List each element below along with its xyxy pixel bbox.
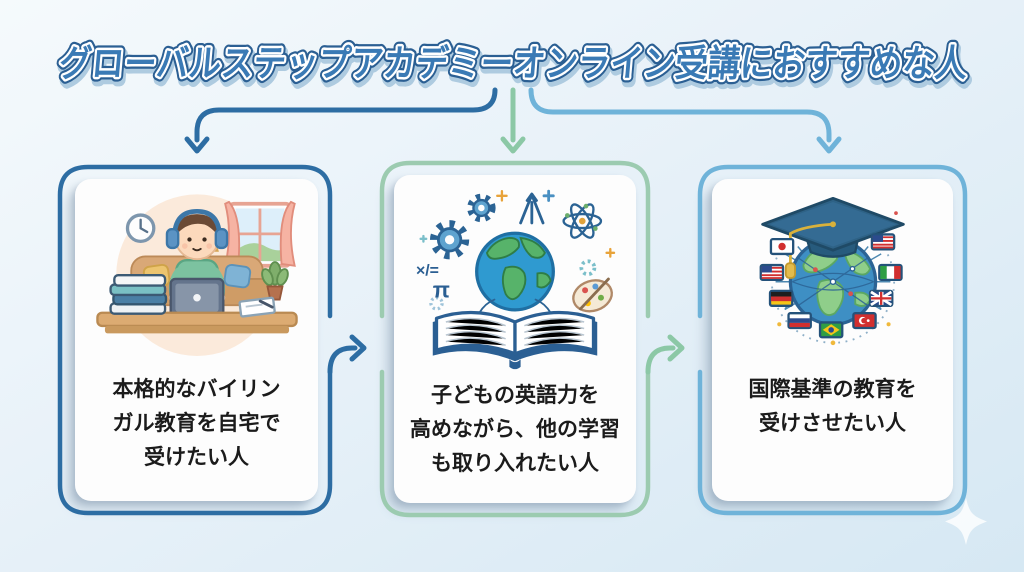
page-title-shadow: グローバルステップアカデミーオンライン受講におすすめな人 <box>59 46 971 88</box>
card-english-plus-other-learning: ×/= π <box>394 175 636 503</box>
flag-turkey-icon <box>851 312 877 330</box>
page-title-group: グローバルステップアカデミーオンライン受講におすすめな人 グローバルステップアカ… <box>53 37 977 93</box>
card-text-line: 国際基準の教育を <box>748 378 917 401</box>
card-international-standard: 国際基準の教育を 受けさせたい人 <box>712 179 953 501</box>
flag-japan-icon <box>769 237 794 256</box>
books-icon <box>108 274 167 315</box>
page-title: グローバルステップアカデミーオンライン受講におすすめな人 グローバルステップアカ… <box>53 37 977 93</box>
math-symbols: π <box>433 278 450 303</box>
flag-usa-icon <box>759 263 784 282</box>
clock-icon <box>125 213 155 244</box>
flag-russia-icon <box>786 312 812 330</box>
flag-uk-icon <box>868 289 893 307</box>
tablet-icon <box>169 277 224 318</box>
page-title-outline: グローバルステップアカデミーオンライン受講におすすめな人 <box>58 42 970 84</box>
card-caption: 国際基準の教育を 受けさせたい人 <box>749 373 917 441</box>
flag-italy-icon <box>877 263 903 282</box>
card-text-line: 高めながら、他の学習 <box>410 418 620 442</box>
page-title-text: グローバルステップアカデミーオンライン受講におすすめな人 <box>58 42 970 84</box>
atom-icon <box>562 203 603 239</box>
globe-icon <box>475 231 555 312</box>
card-text-line: 受けたい人 <box>144 446 249 470</box>
open-book-icon <box>432 298 598 370</box>
flag-brazil-icon <box>818 321 843 339</box>
math-symbols: ×/= <box>416 262 439 279</box>
flag-germany-icon <box>768 289 793 307</box>
notepad-icon <box>237 296 276 318</box>
sparkle-icon <box>945 498 987 545</box>
card-text-line: 受けさせたい人 <box>759 412 906 436</box>
card-text-line: も取り入れたい人 <box>431 452 599 476</box>
flag-usa-icon <box>870 233 895 251</box>
arrow-right-card1-to-card2 <box>327 334 367 375</box>
card-text-line: 本格的なバイリン <box>112 378 281 401</box>
card-text-line: ガル教育を自宅で <box>112 412 281 436</box>
desk-icon <box>95 311 298 334</box>
palette-icon <box>572 277 613 313</box>
card-caption: 子どもの英語力を 高めながら、他の学習 も取り入れたい人 <box>410 379 620 481</box>
book-globe-learning-illustration: ×/= π <box>416 189 616 370</box>
triangle-arrow-icon <box>519 189 555 225</box>
arrow-right-card2-to-card3 <box>645 334 685 375</box>
card-text-line: 子どもの英語力を <box>431 384 599 407</box>
global-education-illustration <box>759 196 905 346</box>
child-studying-illustration <box>95 194 298 356</box>
card-bilingual-at-home: 本格的なバイリン ガル教育を自宅で 受けたい人 <box>75 179 318 501</box>
card-caption: 本格的なバイリン ガル教育を自宅で 受けたい人 <box>113 373 281 475</box>
